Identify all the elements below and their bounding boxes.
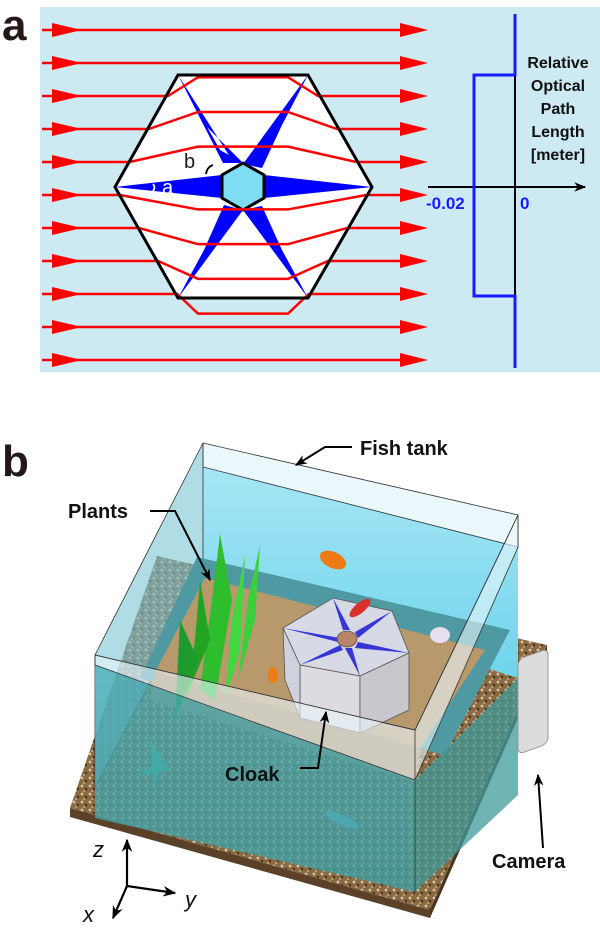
star-arm-lower-right bbox=[243, 206, 308, 298]
fish-orange bbox=[319, 550, 347, 570]
ray-arrowhead bbox=[52, 320, 82, 334]
callout-fish-tank: Fish tank bbox=[360, 438, 449, 460]
x-axis-arrow bbox=[111, 885, 129, 920]
graph-label-line-1: Relative bbox=[527, 55, 588, 72]
ray-arrowhead bbox=[52, 353, 82, 367]
star-arm-left bbox=[115, 175, 222, 198]
callout-cloak: Cloak bbox=[225, 764, 280, 786]
cloaked-object bbox=[336, 630, 358, 648]
optical-path-profile bbox=[472, 14, 517, 368]
angle-a-label: a bbox=[162, 177, 174, 199]
optical-path-graph: -0.02 0 Relative Optical Path Length [me… bbox=[426, 14, 589, 368]
ray-arrowhead bbox=[52, 56, 82, 70]
cloak-star-arm bbox=[345, 648, 360, 676]
angle-b-label: b bbox=[184, 151, 195, 173]
ray-arrowhead bbox=[52, 23, 82, 37]
fish-angelfish bbox=[430, 627, 450, 643]
ray-arrowhead bbox=[52, 155, 82, 169]
cloak-star-arm bbox=[355, 642, 409, 653]
cloak-star-arm bbox=[333, 598, 350, 630]
ray-arrowhead bbox=[400, 254, 428, 268]
graph-label-line-3: Path bbox=[541, 101, 576, 118]
light-ray bbox=[42, 292, 420, 315]
cloak-star-arm bbox=[300, 645, 343, 665]
angle-b-arc bbox=[205, 164, 214, 175]
ray-arrowhead bbox=[400, 23, 428, 37]
light-ray bbox=[42, 193, 420, 211]
cloak-side-face bbox=[359, 652, 410, 734]
tank-right-water bbox=[415, 678, 518, 892]
plants bbox=[140, 534, 260, 790]
ray-arrowhead bbox=[400, 155, 428, 169]
ray-arrowhead bbox=[400, 56, 428, 70]
star-arm-lower-left bbox=[178, 205, 243, 298]
coordinate-axes: z y x bbox=[82, 837, 198, 927]
ray-arrowhead bbox=[400, 353, 428, 367]
cloak-arrow bbox=[300, 710, 330, 769]
cloak bbox=[282, 597, 410, 734]
panel-a: a a b -0.02 0 bbox=[2, 1, 600, 372]
panel-b-label: b bbox=[2, 437, 29, 486]
ray-arrowhead bbox=[400, 89, 428, 103]
gravel-base-edge bbox=[70, 808, 430, 918]
ray-arrowhead bbox=[400, 122, 428, 136]
y-axis-arrow bbox=[126, 884, 177, 897]
light-ray bbox=[42, 110, 420, 131]
cloak-star-arm bbox=[283, 628, 346, 644]
cloak-hexagon bbox=[113, 73, 374, 300]
z-axis-label: z bbox=[92, 837, 104, 862]
ray-arrowhead bbox=[52, 122, 82, 136]
graph-label-line-4: Length bbox=[531, 124, 584, 141]
y-axis-label: y bbox=[183, 887, 198, 912]
plant-leaf bbox=[225, 555, 245, 700]
cloak-star bbox=[283, 598, 409, 676]
plants-arrow bbox=[150, 510, 211, 582]
camera bbox=[517, 649, 549, 754]
light-rays bbox=[42, 23, 428, 367]
panel-b: b bbox=[2, 437, 566, 927]
plant-leaf bbox=[238, 545, 260, 680]
ray-arrowhead bbox=[52, 188, 82, 202]
star-arm-right bbox=[264, 175, 372, 198]
plant-stem bbox=[200, 534, 232, 700]
light-ray bbox=[42, 259, 420, 281]
ray-arrowhead bbox=[52, 221, 82, 235]
cloak-star-arm bbox=[355, 611, 392, 638]
graph-label-line-2: Optical bbox=[531, 78, 585, 95]
ray-arrowhead bbox=[52, 89, 82, 103]
light-ray bbox=[42, 145, 420, 164]
callout-plants: Plants bbox=[68, 501, 128, 523]
light-ray bbox=[42, 226, 420, 246]
fish-small-orange bbox=[268, 667, 278, 683]
tick-label-neg: -0.02 bbox=[426, 194, 465, 213]
ray-arrowhead bbox=[400, 188, 428, 202]
light-ray bbox=[42, 75, 420, 98]
graph-label-line-5: [meter] bbox=[531, 147, 585, 164]
star-arm-upper-right bbox=[243, 75, 308, 168]
fish-tank-arrow bbox=[294, 446, 352, 466]
center-hexagon bbox=[220, 161, 266, 212]
star-arms bbox=[115, 75, 372, 298]
camera-arrow bbox=[533, 773, 544, 849]
callout-camera: Camera bbox=[492, 851, 566, 873]
x-axis-label: x bbox=[82, 902, 95, 927]
ray-arrowhead bbox=[400, 287, 428, 301]
tank-front-water bbox=[95, 665, 415, 892]
fish-red bbox=[349, 598, 371, 618]
ray-arrowhead bbox=[52, 287, 82, 301]
camera-body bbox=[517, 649, 549, 754]
angle-a-arc bbox=[152, 183, 156, 192]
ray-arrowhead bbox=[400, 320, 428, 334]
ray-arrowhead bbox=[400, 221, 428, 235]
panel-a-label: a bbox=[2, 1, 27, 50]
tick-label-zero: 0 bbox=[520, 194, 529, 213]
ray-arrowhead bbox=[52, 254, 82, 268]
